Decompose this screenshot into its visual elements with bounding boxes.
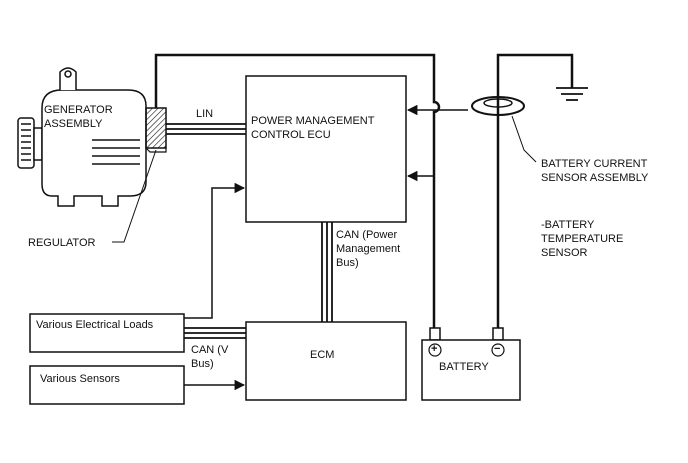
battery-temp-sensor-label: -BATTERY TEMPERATURE SENSOR (541, 218, 623, 260)
sensor-leader (511, 115, 537, 163)
battery-current-sensor-label-line2: SENSOR ASSEMBLY (541, 172, 649, 184)
generator-label-line1: GENERATOR (44, 104, 113, 116)
can-pm-label-line2: Management (336, 243, 401, 255)
sensors-box (29, 365, 185, 405)
generator-icon (17, 67, 147, 207)
ecu-label: POWER MANAGEMENT CONTROL ECU (251, 114, 374, 142)
regulator-label: REGULATOR (28, 237, 96, 249)
ecu-label-line1: POWER MANAGEMENT (251, 115, 375, 127)
battery-minus-sign: − (494, 343, 501, 355)
regulator-leader (112, 149, 157, 243)
power-management-ecu-box (245, 75, 407, 223)
can-v-label-line2: Bus) (191, 358, 214, 370)
battery-current-sensor-icon (471, 96, 525, 116)
generator-label-line2: ASSEMBLY (44, 118, 103, 130)
can-v-label-line1: CAN (V (191, 344, 229, 356)
regulator-icon (145, 107, 167, 153)
ecm-box (245, 321, 407, 401)
can-v-label: CAN (V Bus) (191, 343, 228, 371)
lin-label: LIN (196, 108, 214, 120)
generator-output-wire (154, 53, 441, 328)
ecm-label: ECM (310, 349, 335, 361)
lin-bus (166, 123, 246, 135)
battery-label: BATTERY (439, 361, 489, 373)
battery-current-sensor-label: BATTERY CURRENT SENSOR ASSEMBLY (541, 157, 648, 185)
battery-current-sensor-label-line1: BATTERY CURRENT (541, 158, 648, 170)
battery-temp-sensor-label-line1: -BATTERY (541, 219, 595, 231)
sensors-label: Various Sensors (40, 373, 120, 385)
can-v-bus (184, 327, 246, 339)
ground-icon (556, 87, 588, 101)
can-pm-label-line1: CAN (Power (336, 229, 398, 241)
battery-plus-sign: + (431, 343, 438, 355)
battery-temp-sensor-label-line2: TEMPERATURE (541, 233, 624, 245)
electrical-loads-label: Various Electrical Loads (36, 319, 154, 331)
battery-icon (421, 327, 521, 401)
loads-to-ecu-arrow (184, 182, 246, 319)
ecu-label-line2: CONTROL ECU (251, 129, 331, 141)
can-pm-label-line3: Bus) (336, 257, 359, 269)
can-power-management-bus (321, 222, 333, 322)
battery-temp-sensor-label-line3: SENSOR (541, 247, 588, 259)
can-pm-label: CAN (Power Management Bus) (336, 228, 400, 270)
electrical-loads-box (29, 313, 185, 353)
battery-negative-wire (496, 53, 574, 328)
generator-label: GENERATOR ASSEMBLY (44, 103, 113, 131)
